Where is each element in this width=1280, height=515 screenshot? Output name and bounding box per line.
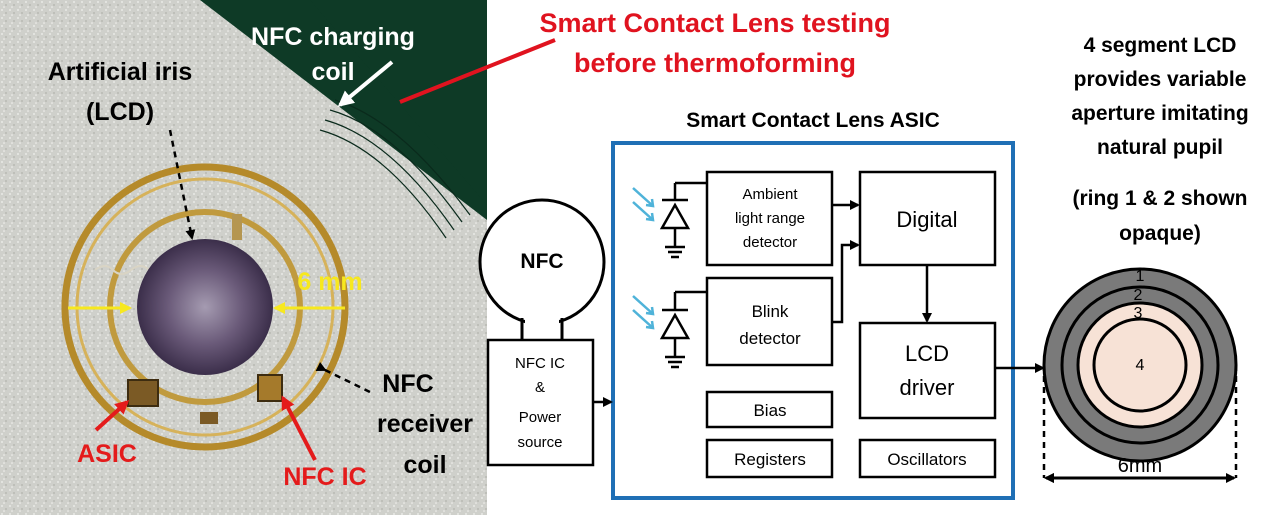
nfc-ic-line2: & bbox=[535, 379, 545, 396]
lcd-dimension-label: 6mm bbox=[1118, 455, 1162, 477]
ambient-line2: light range bbox=[735, 210, 805, 227]
iris-label-line2: (LCD) bbox=[86, 98, 154, 126]
lcd-driver-block bbox=[858, 321, 997, 420]
lcd-desc-line4: natural pupil bbox=[1097, 136, 1223, 159]
lcd-desc-line2: provides variable bbox=[1074, 68, 1247, 91]
asic-boundary bbox=[611, 141, 1015, 500]
ambient-line1: Ambient bbox=[742, 186, 798, 203]
charging-coil-arrow bbox=[337, 60, 394, 107]
receiver-coil-arrow bbox=[315, 361, 373, 395]
ambient-line3: detector bbox=[743, 234, 797, 251]
headline-pointer bbox=[399, 38, 556, 104]
lcd-desc-line6: opaque) bbox=[1119, 222, 1201, 245]
iris-label-line1: Artificial iris bbox=[48, 58, 193, 86]
nfc-ic-line1: NFC IC bbox=[515, 355, 565, 372]
nfc-ic-chip bbox=[257, 374, 283, 402]
light-rays-icon bbox=[632, 295, 655, 330]
bias-label: Bias bbox=[753, 401, 786, 420]
oscillators-label: Oscillators bbox=[887, 450, 966, 469]
asic-title: Smart Contact Lens ASIC bbox=[686, 109, 940, 132]
nfc-receiver-label-line1: NFC bbox=[382, 370, 433, 398]
headline-line1: Smart Contact Lens testing bbox=[539, 8, 890, 38]
asic-arrow bbox=[94, 399, 130, 432]
nfc-ic-label: NFC IC bbox=[283, 463, 366, 491]
lcd-driver-line1: LCD bbox=[905, 341, 949, 366]
digital-label: Digital bbox=[896, 207, 957, 232]
ambient-light-detector bbox=[705, 170, 834, 267]
ring-2-label: 2 bbox=[1134, 287, 1143, 304]
iris-arrow bbox=[168, 129, 196, 240]
nfc-antenna-label: NFC bbox=[520, 250, 563, 273]
registers-label: Registers bbox=[734, 450, 806, 469]
charging-coil-label-line1: NFC charging bbox=[251, 23, 415, 51]
oscillators-block bbox=[858, 438, 997, 479]
digital-block bbox=[858, 170, 997, 267]
lcd-segments: 1 2 3 4 bbox=[1042, 267, 1238, 463]
lcd-ring-4 bbox=[1092, 317, 1188, 413]
blink-to-digital-arrow bbox=[832, 240, 860, 324]
photodiode-blink bbox=[659, 290, 707, 369]
nfc-ic-arrow bbox=[281, 395, 317, 461]
charging-coil-label-line2: coil bbox=[311, 58, 354, 86]
asic-label: ASIC bbox=[77, 440, 137, 468]
ring-3-label: 3 bbox=[1134, 305, 1143, 322]
lcd-driver-line2: driver bbox=[899, 375, 954, 400]
blink-line1: Blink bbox=[752, 302, 789, 321]
registers-block bbox=[705, 438, 834, 479]
headline-line2: before thermoforming bbox=[574, 48, 856, 78]
nfc-receiver-label-line2: receiver bbox=[377, 410, 473, 438]
dimension-label: 6 mm bbox=[297, 268, 362, 296]
nfc-ic-line3: Power bbox=[519, 409, 562, 426]
blink-line2: detector bbox=[739, 329, 801, 348]
lcd-desc-line5: (ring 1 & 2 shown bbox=[1072, 187, 1247, 210]
lens-photo: NFC charging coil Artificial iris (LCD) … bbox=[0, 0, 487, 515]
light-rays-icon bbox=[632, 187, 655, 222]
nfc-ic-line4: source bbox=[517, 434, 562, 451]
ring-4-label: 4 bbox=[1136, 357, 1145, 374]
blink-detector bbox=[705, 276, 834, 367]
artificial-iris-lcd bbox=[137, 239, 273, 375]
nfc-receiver-label-line3: coil bbox=[403, 451, 446, 479]
lcd-desc-line1: 4 segment LCD bbox=[1084, 34, 1237, 57]
asic-chip bbox=[127, 379, 159, 407]
bias-block bbox=[705, 390, 834, 429]
photodiode-ambient bbox=[659, 181, 707, 259]
lcd-desc-line3: aperture imitating bbox=[1071, 102, 1248, 125]
ring-1-label: 1 bbox=[1136, 268, 1145, 285]
